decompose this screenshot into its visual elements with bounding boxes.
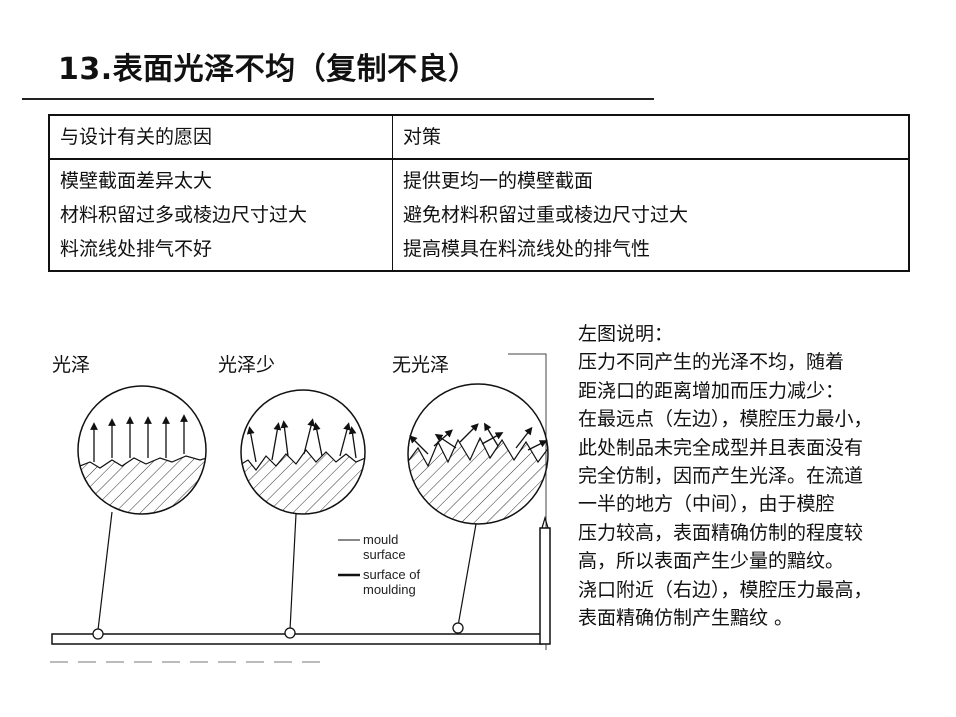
circle-gloss-fill (78, 455, 206, 514)
countermeasure-item: 提供更均一的模壁截面 (403, 170, 594, 192)
causes-table: 与设计有关的愿因 对策 模壁截面差异太大 材料积留过多或棱边尺寸过大 料流线处排… (48, 114, 910, 272)
description-line: 此处制品未完全成型并且表面没有 (578, 436, 864, 459)
description-line: 完全仿制，因而产生光泽。在流道 (578, 465, 864, 488)
figure-description: 左图说明： 压力不同产生的光泽不均，随着 距浇口的距离增加而压力减少： 在最远点… (578, 320, 950, 632)
countermeasures-cell: 提供更均一的模壁截面 避免材料积留过重或棱边尺寸过大 提高模具在料流线处的排气性 (392, 158, 910, 272)
description-line: 一半的地方（中间），由于模腔 (578, 493, 835, 516)
reflection-arrows-scattered (246, 418, 357, 463)
description-line: 高，所以表面产生少量的黯纹。 (578, 550, 845, 573)
reflection-arrows-parallel (90, 414, 188, 462)
label-no-gloss: 无光泽 (392, 354, 450, 376)
description-line: 压力较高，表面精确仿制的程度较 (578, 521, 864, 544)
diagram-drawing: mould surface surface of moulding (50, 353, 551, 663)
circle-gloss (77, 385, 207, 515)
title-underline (22, 98, 654, 100)
description-line: 距浇口的距离增加而压力减少： (578, 379, 845, 402)
legend-moulding-line1: surface of (363, 567, 420, 582)
legend-mould-line1: mould (363, 532, 398, 547)
countermeasure-item: 避免材料积留过重或棱边尺寸过大 (403, 204, 689, 226)
cause-item: 料流线处排气不好 (60, 238, 213, 260)
legend-mould-line2: surface (363, 547, 406, 562)
description-line: 浇口附近（右边），模腔压力最高， (578, 578, 873, 601)
cause-item: 材料积留过多或棱边尺寸过大 (60, 204, 308, 226)
page-title: 13.表面光泽不均（复制不良） (58, 52, 479, 87)
cause-item: 模壁截面差异太大 (60, 170, 213, 192)
header-cause: 与设计有关的愿因 (48, 114, 393, 160)
label-gloss: 光泽 (52, 354, 91, 376)
legend: mould surface surface of moulding (338, 532, 420, 597)
countermeasure-item: 提高模具在料流线处的排气性 (403, 238, 651, 260)
description-line: 压力不同产生的光泽不均，随着 (578, 351, 845, 374)
header-countermeasure: 对策 (392, 114, 910, 160)
circle-no-gloss (407, 383, 549, 525)
circle-low-gloss-fill (241, 449, 365, 514)
table-header-row: 与设计有关的愿因 对策 (48, 114, 910, 160)
table-row: 模壁截面差异太大 材料积留过多或棱边尺寸过大 料流线处排气不好 提供更均一的模壁… (48, 158, 910, 272)
causes-cell: 模壁截面差异太大 材料积留过多或棱边尺寸过大 料流线处排气不好 (48, 158, 393, 272)
gloss-diagram: 光泽 光泽少 无光泽 (30, 330, 570, 670)
description-heading: 左图说明： (578, 323, 674, 345)
circle-low-gloss (240, 389, 366, 515)
reflection-arrows-diffuse (409, 422, 548, 455)
description-line: 在最远点（左边），模腔压力最小， (578, 408, 873, 431)
label-low-gloss: 光泽少 (218, 354, 276, 376)
legend-moulding-line2: moulding (363, 582, 416, 597)
connector-lines (97, 511, 477, 631)
description-line: 表面精确仿制产生黯纹 。 (578, 607, 794, 630)
flow-channel (51, 515, 551, 645)
